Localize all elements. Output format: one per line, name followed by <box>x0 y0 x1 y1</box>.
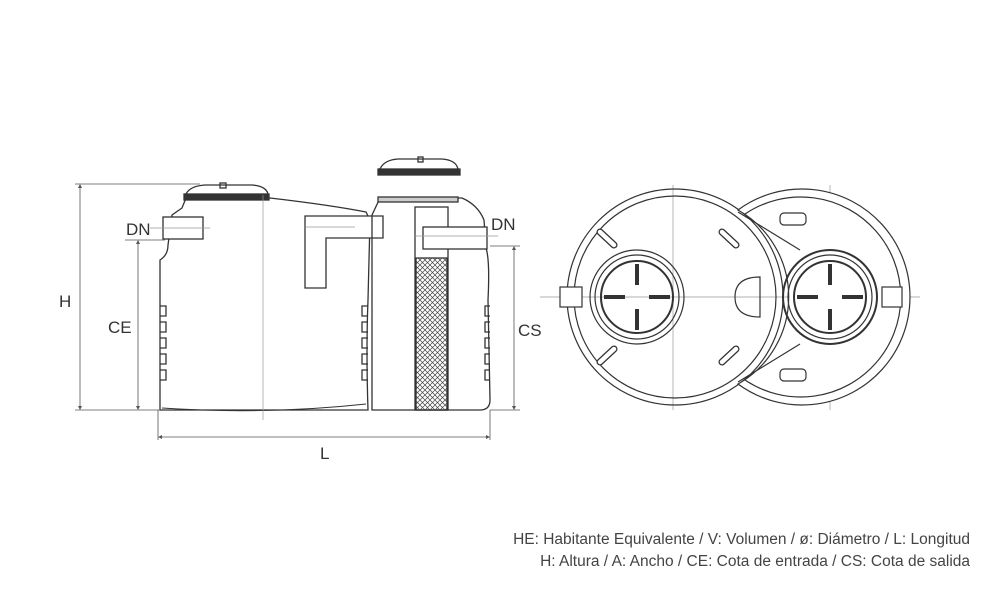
dimension-lines <box>75 183 520 440</box>
legend-line-2: H: Altura / A: Ancho / CE: Cota de entra… <box>540 553 970 570</box>
outlet-level-label: CS <box>518 321 542 340</box>
outlet-cover <box>782 249 878 345</box>
primary-tank-outline <box>159 197 371 411</box>
inlet-level-label: CE <box>108 318 132 337</box>
height-label: H <box>59 292 71 311</box>
transfer-pipe <box>304 215 384 289</box>
legend-line-1: HE: Habitante Equivalente / V: Volumen /… <box>513 531 970 548</box>
length-label: L <box>320 444 329 463</box>
outlet-diameter-label: DN <box>491 215 516 234</box>
lid-icon <box>377 156 461 176</box>
inlet-cover <box>589 249 685 345</box>
top-view <box>540 185 920 410</box>
outlet-pipe <box>422 226 488 250</box>
lid-icon <box>183 182 270 201</box>
inlet-diameter-label: DN <box>126 220 151 239</box>
filter-tank-outline <box>371 197 491 411</box>
side-view <box>150 156 498 420</box>
filter-media <box>415 257 448 411</box>
filter-tank-top <box>736 188 911 406</box>
